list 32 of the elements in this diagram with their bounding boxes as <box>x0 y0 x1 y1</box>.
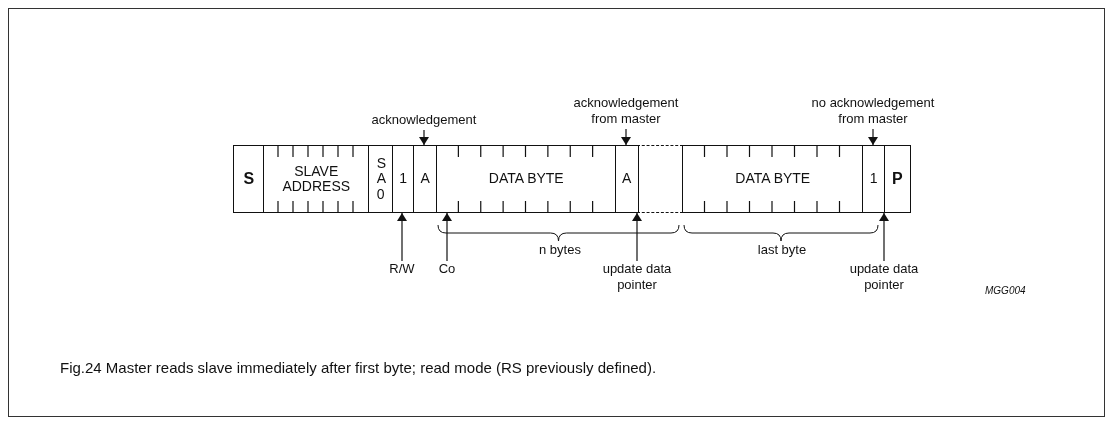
field-label: P <box>891 170 903 188</box>
bit-field <box>436 145 617 213</box>
bit-field <box>884 145 911 213</box>
figure-caption: Fig.24 Master reads slave immediately after first byte; read mode (RS previously defined). <box>60 359 657 376</box>
bit-field <box>682 145 864 213</box>
field-label: DATA BYTE <box>488 171 564 187</box>
field-label: 1 <box>869 171 878 187</box>
arrow <box>632 212 642 262</box>
bit-field <box>263 145 370 213</box>
field-label: S <box>243 170 255 188</box>
bit-field <box>615 145 639 213</box>
brace-label: n bytes <box>538 242 582 257</box>
arrow <box>621 128 631 146</box>
field-label: A <box>420 171 430 187</box>
arrow <box>879 212 889 262</box>
field-label: DATA BYTE <box>735 171 811 187</box>
arrow <box>397 212 407 262</box>
annotation-text: acknowledgement <box>371 112 477 129</box>
arrow <box>442 212 452 262</box>
field-label: SLAVE ADDRESS <box>281 163 352 195</box>
brace-label: last byte <box>756 242 808 257</box>
arrow <box>868 128 878 146</box>
field-label: 1 <box>399 171 408 187</box>
arrow <box>419 129 429 146</box>
figure-code: MGG004 <box>985 285 1027 296</box>
bit-field <box>862 145 886 213</box>
field-label: A <box>622 171 632 187</box>
bit-field <box>233 145 265 213</box>
field-label: S A 0 <box>376 155 385 203</box>
bit-field <box>392 145 415 213</box>
bit-field <box>413 145 438 213</box>
bit-field <box>368 145 394 213</box>
